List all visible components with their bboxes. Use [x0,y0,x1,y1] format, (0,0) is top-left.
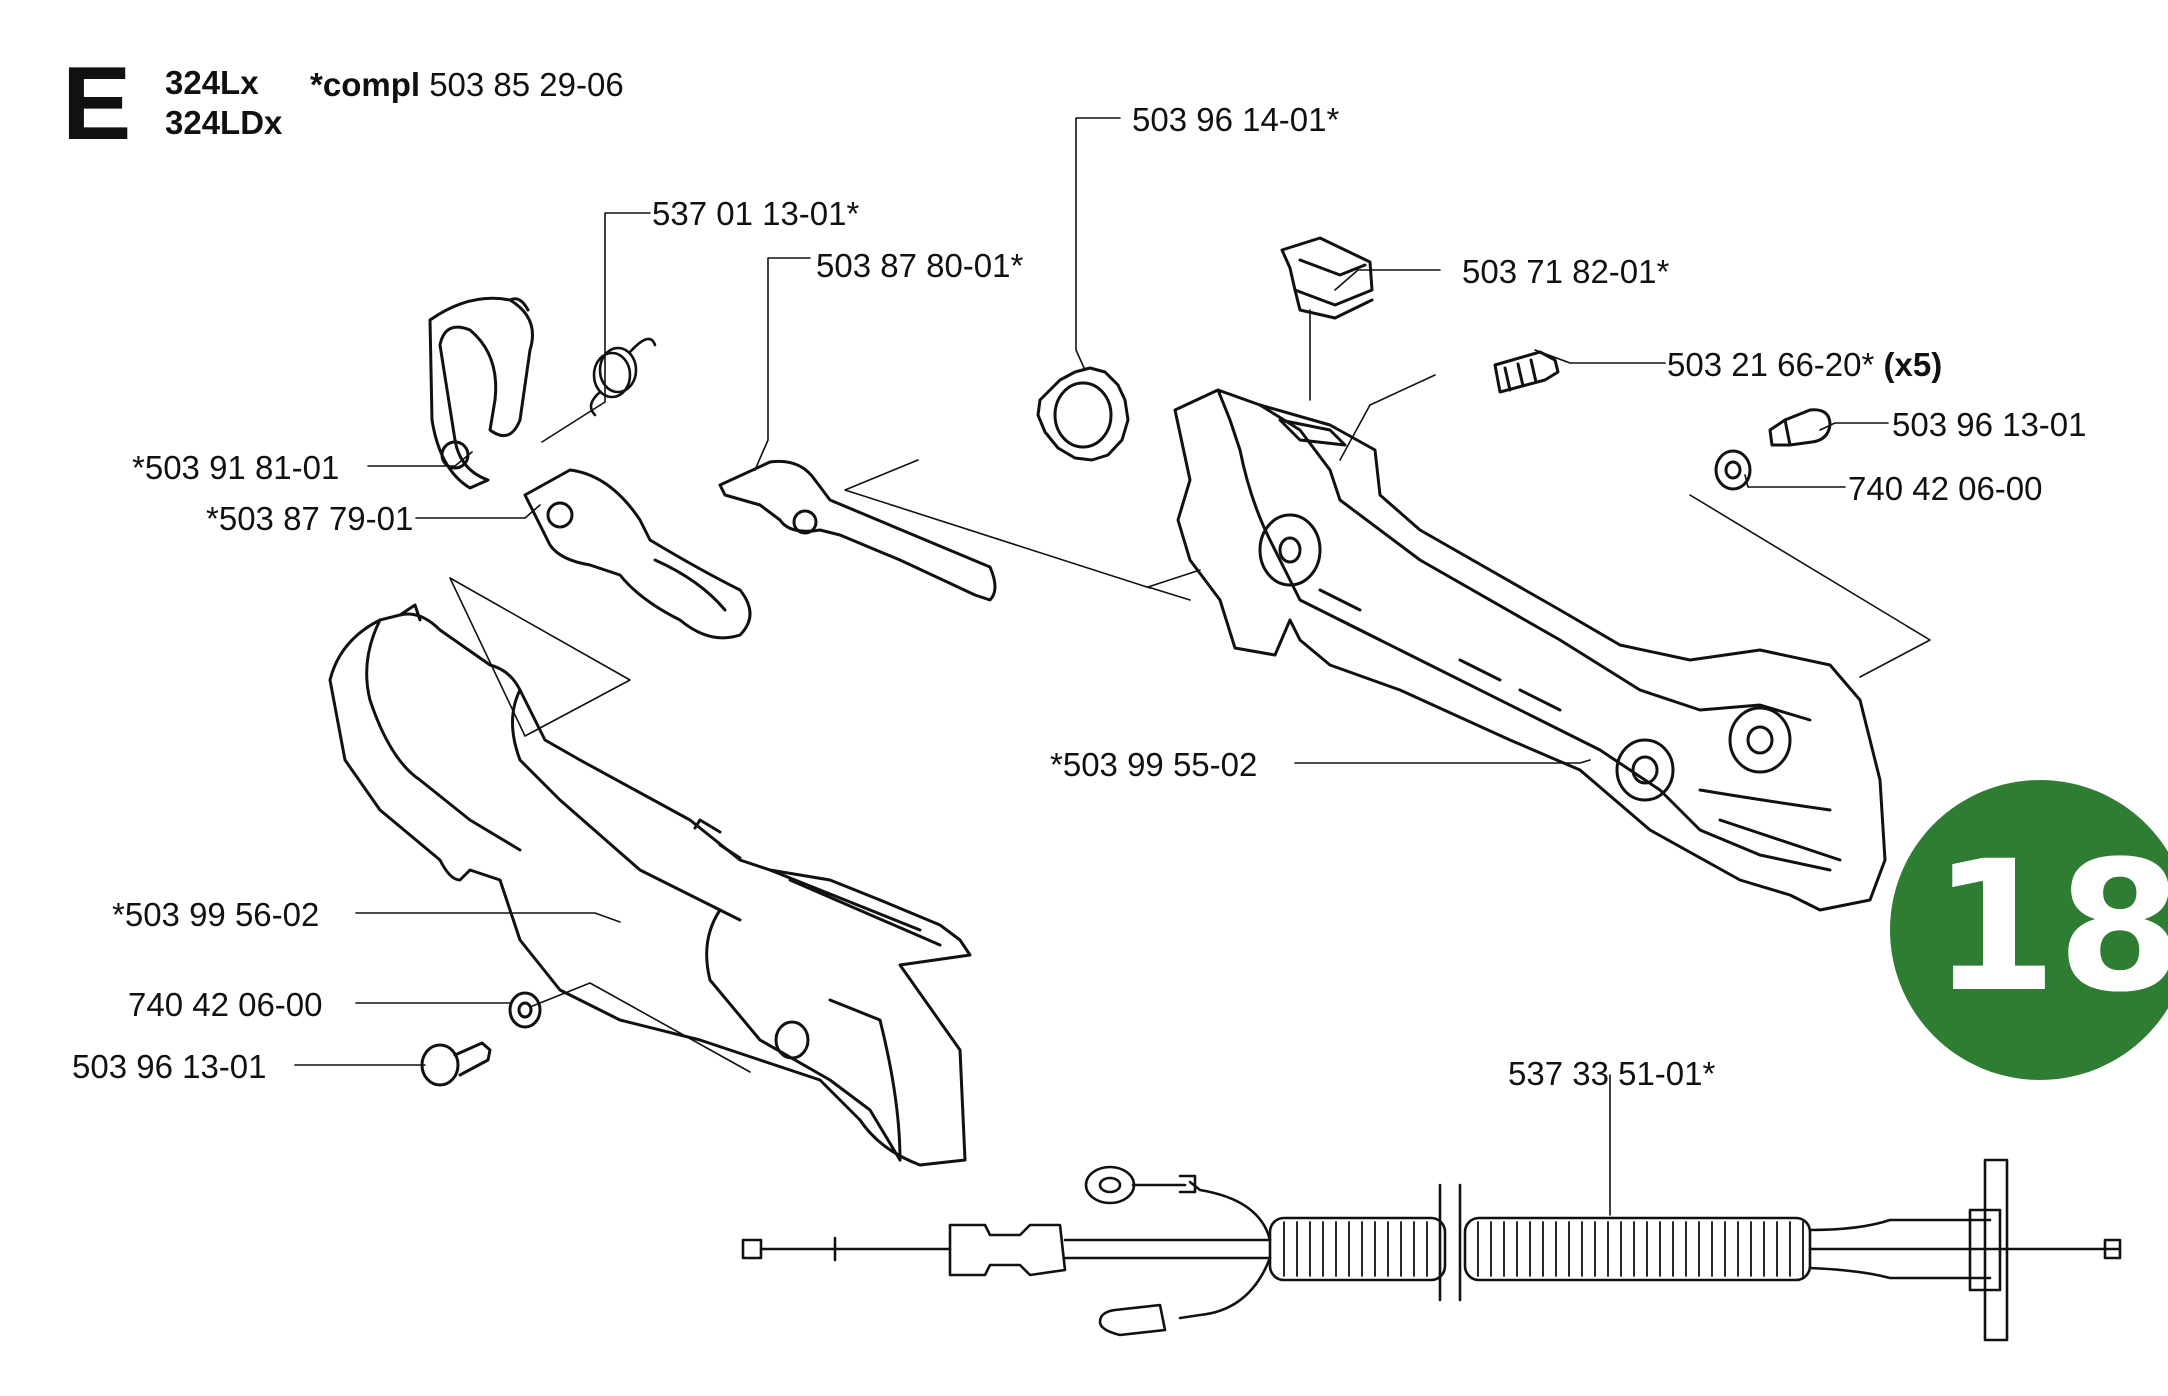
cable-harness-part [741,1158,2122,1342]
part-label-537-33-51-01: 537 33 51-01* [1508,1055,1716,1092]
star-nut-part [1036,366,1130,462]
cable-coil [1268,1216,1812,1282]
washer-right-part [1714,449,1752,491]
part-label-503-87-79-01: *503 87 79-01 [206,500,414,537]
screw-part [1493,350,1560,394]
part-label-503-99-56-02: *503 99 56-02 [112,896,320,933]
part-quantity: (x5) [1883,346,1943,383]
screw-left-part [420,1041,492,1087]
section-letter: E [62,46,132,162]
throttle-lever-part [718,459,997,602]
part-label-740-42-06-00-right: 740 42 06-00 [1848,470,2043,507]
handle-right-half-part [1173,388,1887,912]
trigger-part [523,468,752,640]
stop-switch-part [1280,236,1374,320]
part-label-503-91-81-01: *503 91 81-01 [132,449,340,486]
washer-left-part [508,991,542,1029]
part-label-503-96-13-01-right: 503 96 13-01 [1892,406,2087,443]
leader-lines [294,117,1931,1216]
part-label-503-99-55-02: *503 99 55-02 [1050,746,1258,783]
part-label-503-96-13-01-left: 503 96 13-01 [72,1048,267,1085]
part-label-503-96-14-01: 503 96 14-01* [1132,101,1340,138]
part-label-503-71-82-01: 503 71 82-01* [1462,253,1670,290]
model-324lx: 324Lx [165,64,259,101]
spring-part [589,337,657,417]
part-label-740-42-06-00-left: 740 42 06-00 [128,986,323,1023]
compl-number: 503 85 29-06 [429,66,624,103]
model-324ldx: 324LDx [165,104,283,141]
part-label-503-21-66-20: 503 21 66-20* (x5) [1667,348,1942,381]
coil-ridges [1283,1221,1804,1277]
compl-prefix: *compl [310,66,421,103]
part-label-503-87-80-01: 503 87 80-01* [816,247,1024,284]
handle-left-half-part [328,603,972,1167]
part-number: 503 21 66-20* [1667,346,1875,383]
page-number: 18 [1932,823,2168,1032]
trigger-holder-part [428,296,534,490]
page-badge [1890,780,2168,1080]
compl-label: *compl 503 85 29-06 [310,68,624,101]
part-label-537-01-13-01: 537 01 13-01* [652,195,860,232]
screw-right-part [1768,408,1832,447]
